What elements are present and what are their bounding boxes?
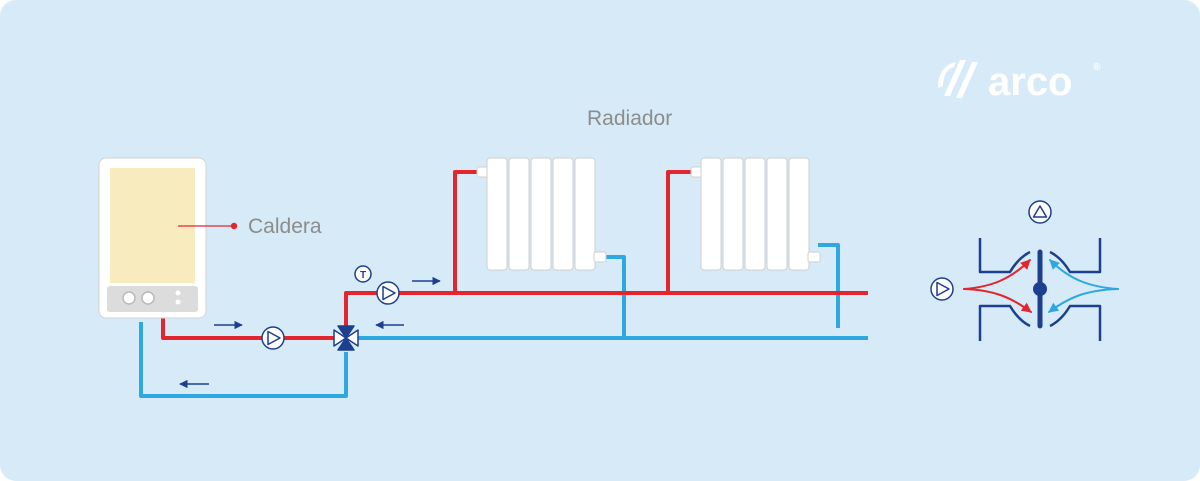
registered-mark: ® (1093, 62, 1101, 73)
radiator-1-fin (552, 157, 574, 271)
mixing-valve-icon (333, 325, 359, 351)
radiator-1-fin (508, 157, 530, 271)
radiator-2-fin (744, 157, 766, 271)
boiler-led-bottom (175, 299, 181, 305)
radiator-2-fin (766, 157, 788, 271)
valve-rotor-hub (1033, 282, 1047, 296)
circulation-pump-icon (261, 326, 285, 350)
boiler-led-top (175, 290, 181, 296)
radiator-1 (476, 157, 607, 271)
radiator-1-fin (574, 157, 596, 271)
mixing-outlet-pipe (344, 291, 868, 326)
radiator-2-fin (700, 157, 722, 271)
detail-top-pump-icon (1028, 200, 1052, 224)
radiator-1-fin (530, 157, 552, 271)
boiler-label-dot (230, 222, 238, 230)
boiler-knob-left (122, 291, 136, 305)
boiler (98, 157, 207, 319)
radiator1-return-pipe (606, 255, 626, 338)
boiler-label: Caldera (248, 215, 322, 238)
radiator-2-fin (788, 157, 810, 271)
brand-name: arco (988, 60, 1073, 104)
radiator1-supply-pipe (453, 170, 480, 293)
cold-return-pipes (139, 243, 868, 398)
arco-logo: arco ® (938, 60, 1101, 104)
radiator2-supply-pipe (666, 170, 694, 293)
cold-flow-arrows (1048, 259, 1119, 313)
radiator-1-fin (486, 157, 508, 271)
hot-flow-arrows (963, 259, 1032, 313)
valve-detail-icon (930, 200, 1119, 341)
flow-arrows (179, 276, 441, 389)
thermostatic-pump-icon: T (354, 265, 400, 305)
radiator-2-fin (722, 157, 744, 271)
boiler-return-pipe (139, 322, 348, 398)
radiator-label: Radiador (587, 107, 672, 130)
radiator2-return-pipe (818, 243, 840, 328)
detail-left-pump-icon (930, 277, 954, 301)
thermostat-badge (354, 265, 372, 283)
valve-housing (978, 238, 1102, 341)
thermostat-letter: T (360, 270, 366, 281)
radiator-2 (690, 157, 821, 271)
boiler-knob-right (141, 291, 155, 305)
